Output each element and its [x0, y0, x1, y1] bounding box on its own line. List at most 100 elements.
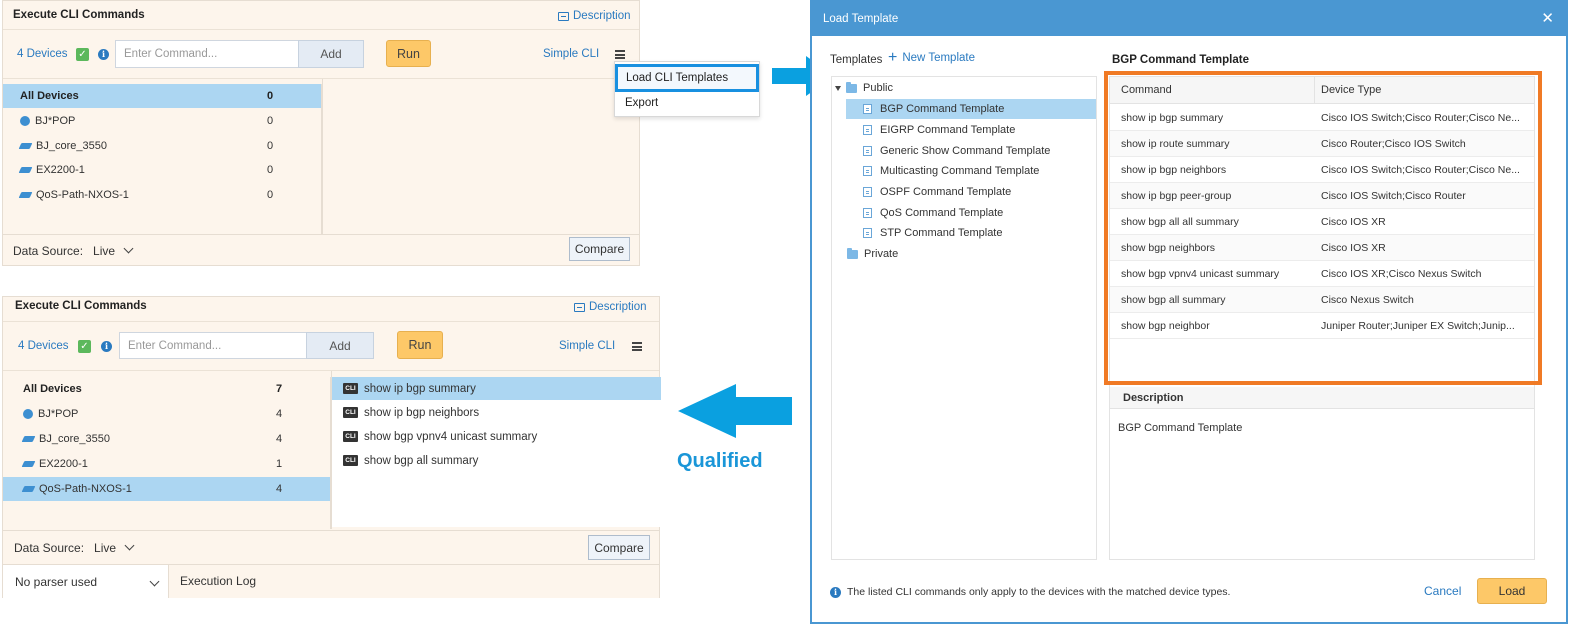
device-row[interactable]: QoS-Path-NXOS-1 4: [3, 477, 330, 501]
data-source-select[interactable]: Live: [93, 243, 134, 258]
description-text: BGP Command Template: [1118, 422, 1243, 434]
command-text: show ip bgp neighbors: [364, 406, 480, 419]
table-row[interactable]: show ip bgp peer-group Cisco IOS Switch;…: [1110, 183, 1534, 209]
device-row[interactable]: EX2200-1 0: [3, 158, 321, 182]
table-row[interactable]: show bgp vpnv4 unicast summary Cisco IOS…: [1110, 261, 1534, 287]
device-row[interactable]: BJ_core_3550 0: [3, 134, 321, 158]
command-row[interactable]: CLI show bgp vpnv4 unicast summary: [332, 425, 661, 448]
devices-checkbox[interactable]: ✓: [78, 340, 91, 353]
simple-cli-link[interactable]: Simple CLI: [559, 340, 616, 352]
tree-folder-public[interactable]: Public: [835, 78, 893, 98]
expand-triangle-icon[interactable]: [835, 85, 841, 91]
command-input[interactable]: Enter Command...: [119, 332, 307, 359]
device-count: 7: [276, 383, 283, 395]
description-link[interactable]: Description: [558, 10, 631, 22]
tree-item-selected[interactable]: BGP Command Template: [846, 99, 1096, 119]
description-label: Description: [589, 301, 647, 313]
pop-icon: [23, 409, 33, 419]
load-template-dialog: Load Template ✕ Templates + New Template…: [810, 0, 1568, 624]
devices-checkbox[interactable]: ✓: [76, 48, 89, 61]
device-count: 4: [276, 433, 283, 445]
run-button[interactable]: Run: [386, 40, 431, 67]
command-row[interactable]: CLI show ip bgp summary: [332, 377, 661, 400]
command-row[interactable]: CLI show bgp all summary: [332, 449, 661, 472]
table-row[interactable]: show bgp neighbors Cisco IOS XR: [1110, 235, 1534, 261]
column-header-command[interactable]: Command: [1121, 84, 1172, 96]
tree-item[interactable]: QoS Command Template: [863, 203, 1003, 223]
tree-item[interactable]: Generic Show Command Template: [863, 141, 1050, 161]
info-icon[interactable]: i: [98, 49, 109, 60]
panel-title: Execute CLI Commands: [15, 300, 147, 312]
switch-icon: [21, 486, 36, 492]
command-cell: show ip bgp summary: [1121, 111, 1224, 124]
folder-icon: [846, 81, 857, 93]
device-row[interactable]: QoS-Path-NXOS-1 0: [3, 183, 321, 207]
table-row[interactable]: show ip bgp neighbors Cisco IOS Switch;C…: [1110, 157, 1534, 183]
command-cell: show bgp all summary: [1121, 293, 1226, 306]
load-button[interactable]: Load: [1477, 578, 1547, 604]
device-row[interactable]: EX2200-1 1: [3, 452, 330, 476]
data-source-label: Data Source:: [13, 243, 84, 258]
devices-link[interactable]: 4 Devices: [17, 48, 68, 60]
device-name: EX2200-1: [39, 458, 88, 470]
command-input[interactable]: Enter Command...: [115, 40, 299, 68]
device-row[interactable]: BJ*POP 0: [3, 109, 321, 133]
folder-label: Private: [864, 248, 899, 260]
tree-item[interactable]: OSPF Command Template: [863, 182, 1011, 202]
column-header-device-type[interactable]: Device Type: [1321, 84, 1382, 96]
execution-log-tab[interactable]: Execution Log: [180, 574, 257, 588]
list-divider: [322, 79, 323, 234]
table-row[interactable]: show ip route summary Cisco Router;Cisco…: [1110, 131, 1534, 157]
tree-item[interactable]: STP Command Template: [863, 223, 1002, 243]
new-template-button[interactable]: + New Template: [888, 50, 975, 66]
close-icon[interactable]: ✕: [1541, 10, 1554, 27]
description-link[interactable]: Description: [574, 301, 647, 313]
command-row[interactable]: CLI show ip bgp neighbors: [332, 401, 661, 424]
device-name: All Devices: [20, 90, 79, 102]
add-button[interactable]: Add: [298, 40, 364, 68]
table-row[interactable]: show bgp all all summary Cisco IOS XR: [1110, 209, 1534, 235]
data-source-select[interactable]: Live: [94, 541, 135, 555]
device-row[interactable]: BJ*POP 4: [3, 402, 330, 426]
switch-icon: [18, 192, 33, 198]
tree-item[interactable]: EIGRP Command Template: [863, 120, 1015, 140]
device-name: QoS-Path-NXOS-1: [39, 483, 132, 495]
devices-link[interactable]: 4 Devices: [18, 340, 69, 352]
chevron-down-icon: [123, 243, 134, 254]
load-cli-templates-item[interactable]: Load CLI Templates: [615, 64, 759, 92]
device-name: BJ_core_3550: [36, 140, 107, 152]
parser-select[interactable]: No parser used: [3, 565, 169, 598]
device-row-all[interactable]: All Devices 7: [3, 377, 330, 401]
dialog-header: Load Template ✕: [812, 2, 1566, 36]
table-row[interactable]: show ip bgp summary Cisco IOS Switch;Cis…: [1110, 105, 1534, 131]
tree-folder-private[interactable]: Private: [847, 244, 898, 264]
device-list: All Devices 7 BJ*POP 4 BJ_core_3550 4 EX…: [3, 377, 331, 529]
run-button[interactable]: Run: [397, 331, 443, 359]
menu-icon[interactable]: [615, 50, 625, 59]
command-cell: show bgp neighbor: [1121, 319, 1210, 332]
device-count: 0: [267, 189, 274, 201]
menu-icon[interactable]: [632, 342, 642, 351]
table-row[interactable]: show bgp neighbor Juniper Router;Juniper…: [1110, 313, 1534, 339]
device-name: All Devices: [23, 383, 82, 395]
info-icon[interactable]: i: [101, 341, 112, 352]
command-cell: show bgp vpnv4 unicast summary: [1121, 267, 1280, 280]
simple-cli-link[interactable]: Simple CLI: [543, 48, 600, 60]
device-row-all[interactable]: All Devices 0: [3, 84, 321, 108]
list-divider: [331, 371, 332, 529]
cancel-button[interactable]: Cancel: [1424, 584, 1462, 598]
compare-button[interactable]: Compare: [569, 237, 630, 261]
command-cell: show ip bgp neighbors: [1121, 163, 1227, 176]
compare-button[interactable]: Compare: [588, 535, 650, 560]
document-icon: [863, 187, 872, 197]
device-row[interactable]: BJ_core_3550 4: [3, 427, 330, 451]
tree-item[interactable]: Multicasting Command Template: [863, 161, 1039, 181]
table-row[interactable]: show bgp all summary Cisco Nexus Switch: [1110, 287, 1534, 313]
add-button[interactable]: Add: [306, 332, 374, 359]
export-item[interactable]: Export: [625, 97, 659, 109]
device-count: 4: [276, 408, 283, 420]
panel-divider: [3, 321, 659, 322]
new-template-label: New Template: [902, 52, 975, 64]
description-label: Description: [573, 10, 631, 22]
data-source-bar: Data Source: Live: [3, 530, 659, 564]
